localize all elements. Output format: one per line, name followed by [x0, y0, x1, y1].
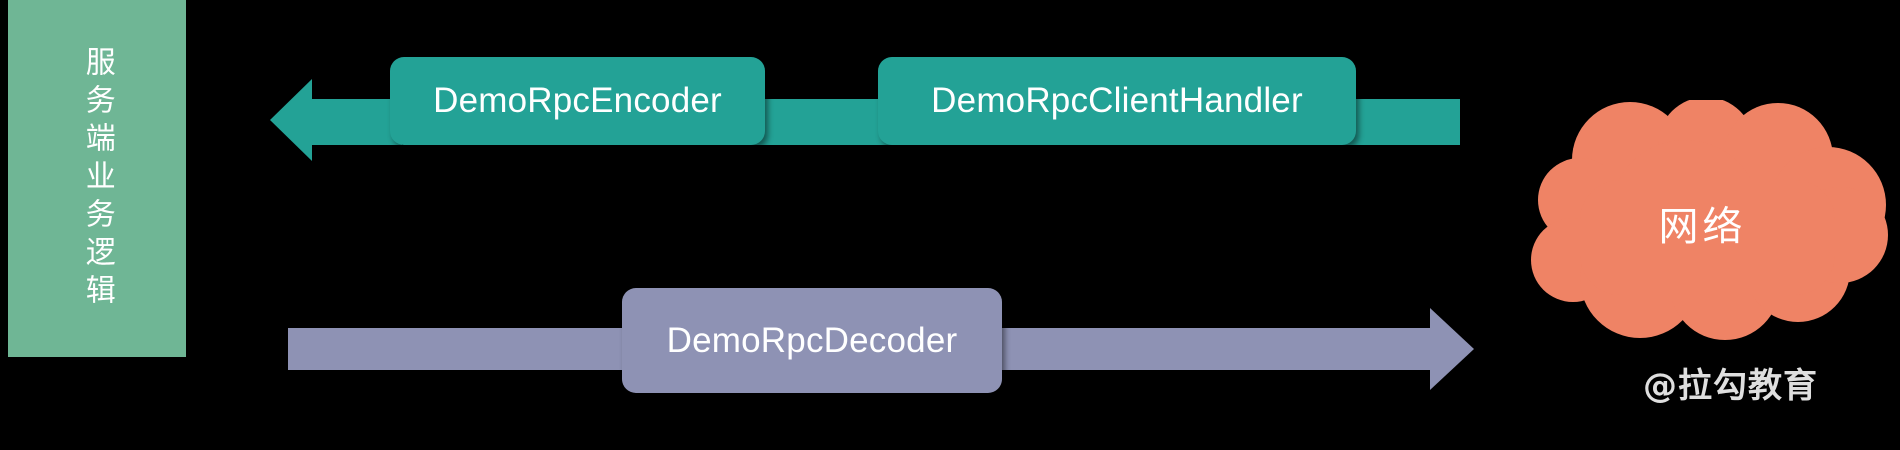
outbound-arrow-shaft-right — [1340, 99, 1460, 145]
inbound-arrow-head-icon — [1430, 308, 1474, 390]
node-demo-rpc-encoder-label: DemoRpcEncoder — [433, 81, 722, 120]
node-demo-rpc-client-handler[interactable]: DemoRpcClientHandler — [878, 57, 1356, 145]
outbound-arrow-head-icon — [270, 79, 312, 161]
node-demo-rpc-client-handler-label: DemoRpcClientHandler — [931, 81, 1303, 120]
inbound-arrow-shaft-right — [992, 328, 1437, 370]
node-demo-rpc-decoder-label: DemoRpcDecoder — [666, 320, 958, 360]
watermark-text: @拉勾教育 — [1643, 366, 1818, 406]
cloud-shape-icon — [1531, 100, 1888, 340]
network-cloud[interactable]: 网络 — [1510, 100, 1895, 345]
outbound-arrow-shaft-middle — [750, 99, 895, 145]
service-logic-panel: 服务端业务逻辑 — [8, 0, 186, 357]
node-demo-rpc-decoder[interactable]: DemoRpcDecoder — [622, 288, 1002, 393]
service-logic-panel-label: 服务端业务逻辑 — [79, 45, 115, 312]
node-demo-rpc-encoder[interactable]: DemoRpcEncoder — [390, 57, 765, 145]
outbound-arrow-shaft-left — [310, 99, 402, 145]
inbound-arrow-shaft-left — [288, 328, 633, 370]
